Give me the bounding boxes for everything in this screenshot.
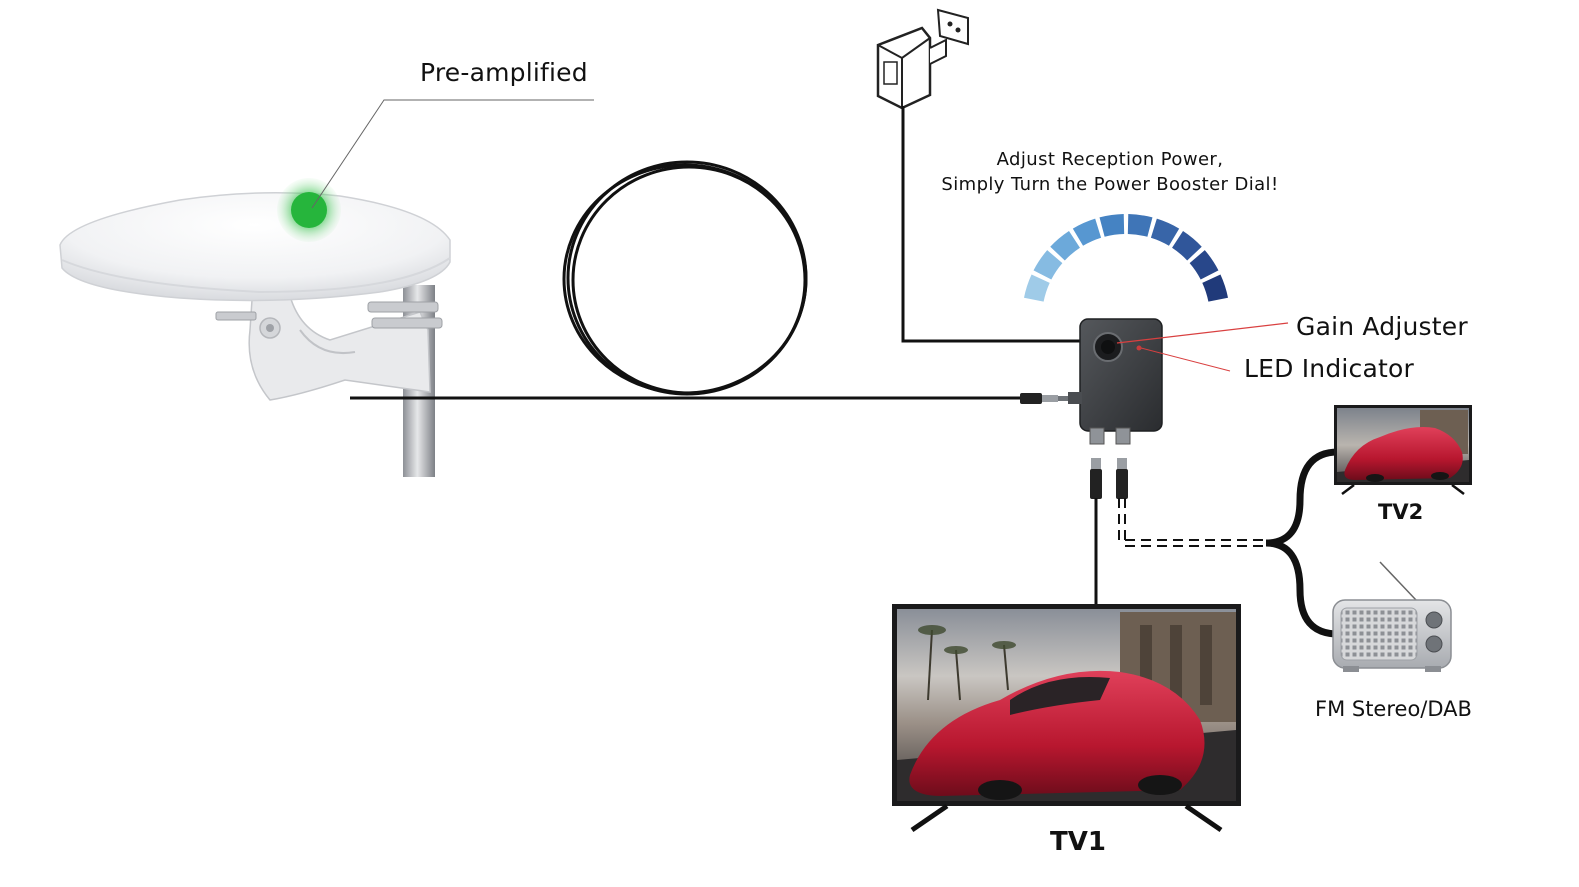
instruction-text: Adjust Reception Power, Simply Turn the …	[910, 147, 1310, 197]
mounting-bracket	[248, 295, 431, 401]
gain-adjuster-label: Gain Adjuster	[1296, 312, 1468, 341]
radio-knob-top	[1425, 611, 1443, 629]
radio-icon	[1332, 561, 1452, 672]
clamp-bolt	[367, 301, 439, 313]
tv2-label: TV2	[1378, 500, 1424, 524]
dial-segment	[1127, 214, 1153, 237]
coiled-cable	[562, 160, 808, 396]
dial-segment	[1172, 231, 1202, 261]
output-port-1	[1089, 427, 1105, 445]
dial-segment	[1072, 218, 1102, 246]
amplifier-body	[1079, 318, 1163, 432]
tv2-cable	[1265, 448, 1339, 547]
power-booster-dial-arc	[1023, 214, 1229, 302]
antenna-dish	[59, 192, 451, 302]
dial-segment	[1189, 250, 1219, 280]
output-port-2	[1115, 427, 1131, 445]
dial-segment	[1150, 218, 1180, 246]
fm-stereo-dab-label: FM Stereo/DAB	[1315, 697, 1472, 721]
gain-adjuster-leader	[1116, 322, 1289, 344]
tv1-label: TV1	[1050, 827, 1106, 857]
power-cable	[901, 106, 1080, 343]
instruction-line-2: Simply Turn the Power Booster Dial!	[941, 174, 1279, 195]
dial-segment	[1023, 274, 1050, 302]
dial-segment	[1099, 214, 1125, 237]
tv-icon	[892, 604, 1241, 833]
antenna-icon	[59, 99, 594, 477]
tv2-car	[1344, 427, 1463, 480]
radio-knob-bottom	[1425, 635, 1443, 653]
dial-segment	[1050, 231, 1080, 261]
splitter-dashed-cable	[1118, 498, 1268, 547]
tv1-car	[909, 670, 1205, 796]
led-indicator-label: LED Indicator	[1244, 354, 1414, 383]
pre-amplified-leader	[311, 99, 594, 209]
radio-cable	[1265, 539, 1339, 638]
instruction-line-1: Adjust Reception Power,	[996, 149, 1224, 170]
amplifier-icon	[1068, 318, 1163, 445]
output-connectors	[1090, 458, 1128, 499]
led-indicator-leader	[1140, 347, 1231, 372]
dial-segment	[1202, 274, 1229, 302]
cable-connector-input	[1020, 393, 1068, 404]
antenna-led	[291, 192, 327, 228]
radio-antenna	[1379, 561, 1417, 601]
pre-amplified-label: Pre-amplified	[420, 58, 588, 87]
amplifier-led	[1136, 345, 1142, 351]
radio-speaker-grill	[1340, 607, 1418, 661]
power-adapter-icon	[876, 8, 969, 110]
dial-segment	[1033, 250, 1063, 280]
tv-icon	[1334, 405, 1472, 495]
